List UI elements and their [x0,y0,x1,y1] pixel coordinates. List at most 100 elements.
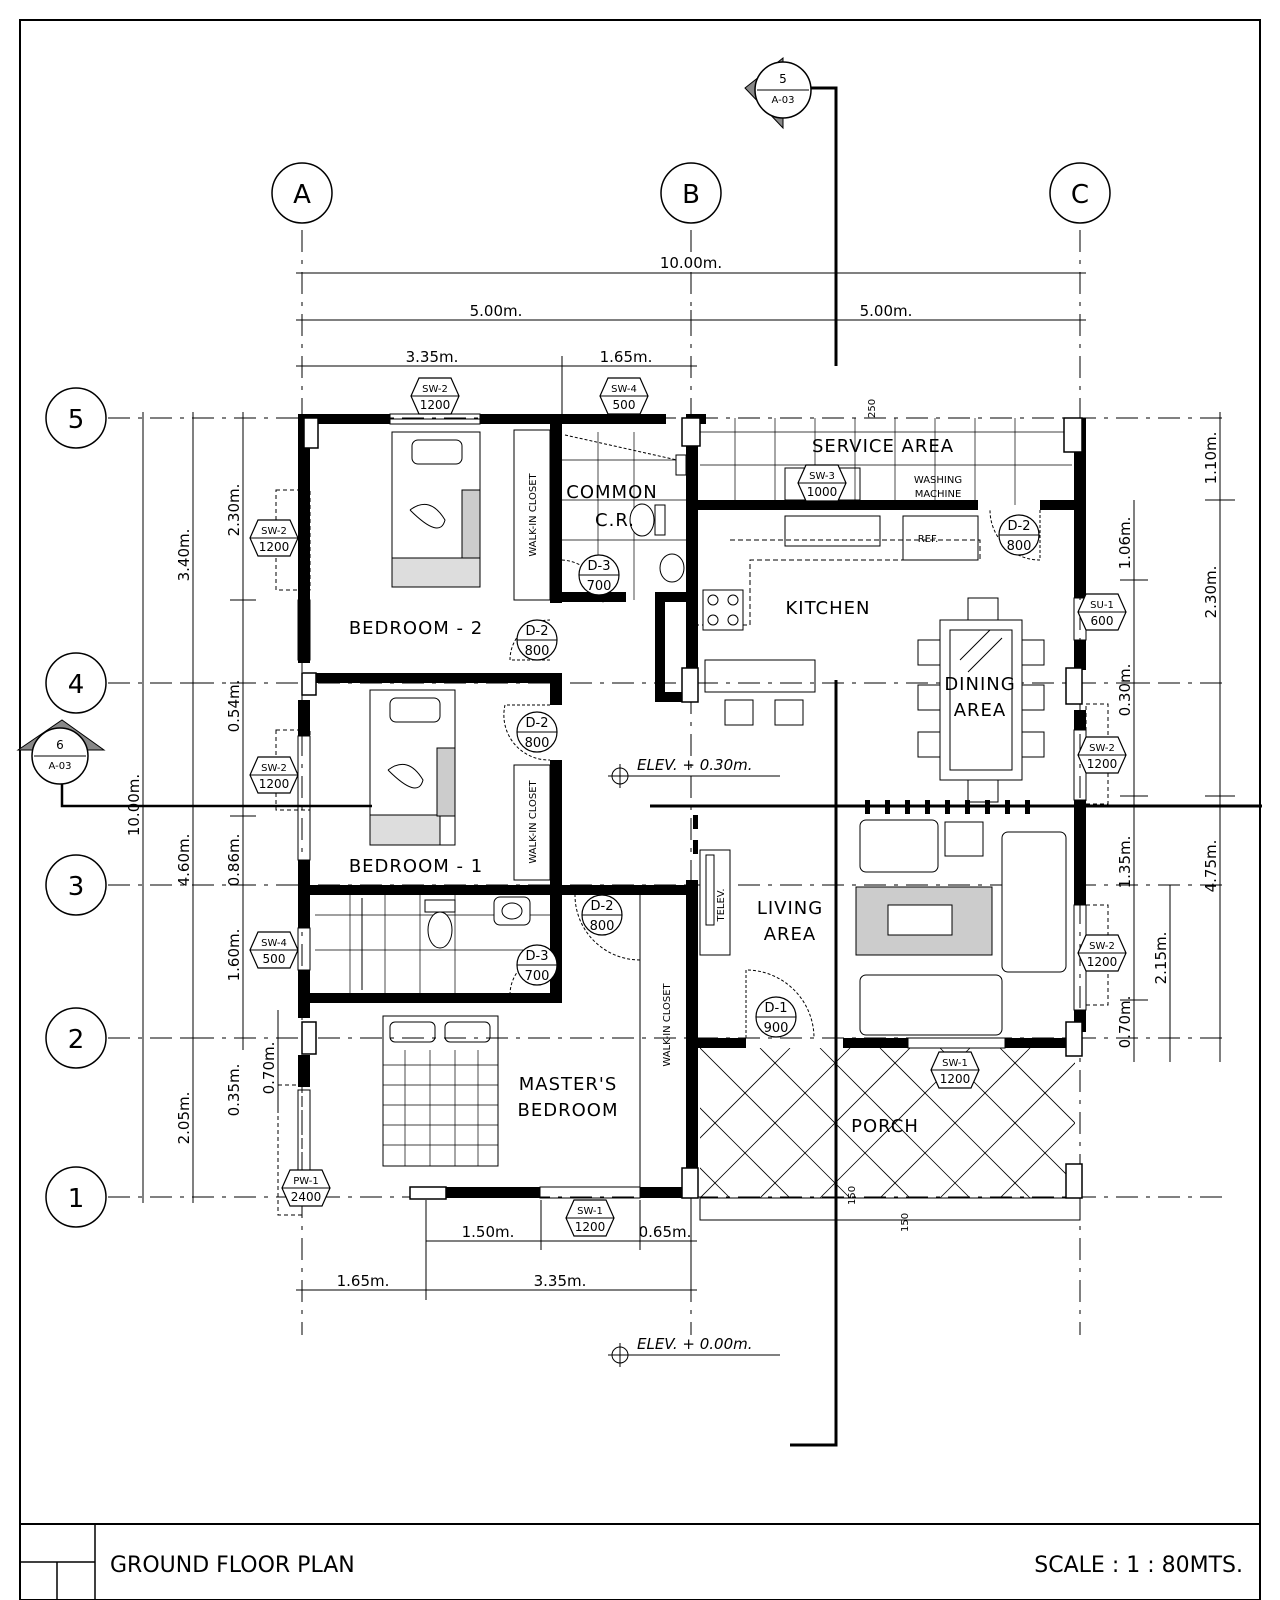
dim-left-1-60: 1.60m. [225,929,243,982]
grid-bubble-5: 5 [45,387,107,449]
tv-label: TELEV. [716,888,727,922]
room-living-1: LIVING [757,898,823,919]
svg-text:1000: 1000 [807,485,838,499]
room-common-cr-2: C.R. [595,510,635,531]
svg-text:3: 3 [68,872,85,902]
svg-text:1200: 1200 [940,1072,971,1086]
svg-text:1200: 1200 [1087,757,1118,771]
svg-text:A-03: A-03 [772,95,795,106]
svg-text:D-1: D-1 [765,1001,788,1016]
svg-text:SW-2: SW-2 [261,526,287,537]
left-dimensions [142,412,279,1203]
svg-text:500: 500 [613,398,636,412]
window-tag-pw1: PW-1 2400 [281,1169,331,1207]
dining-set [917,597,1045,803]
dim-bottom-1-65: 1.65m. [337,1272,390,1290]
room-bedroom-1: BEDROOM - 1 [349,856,483,877]
service-area-tiles [700,418,1072,505]
svg-text:4: 4 [68,670,85,700]
svg-text:SW-3: SW-3 [809,471,835,482]
dim-left-0-86: 0.86m. [225,834,243,887]
section-cut-lines [650,680,1262,1447]
closet-label-bed2: WALK-IN CLOSET [528,472,539,556]
svg-text:SW-2: SW-2 [1089,941,1115,952]
dim-top-left-half: 5.00m. [470,302,523,320]
grid-bubble-B: B [660,162,722,224]
svg-text:600: 600 [1091,614,1114,628]
svg-text:ELEV. + 0.30m.: ELEV. + 0.30m. [637,756,753,774]
structural-columns [301,417,1083,1200]
room-porch: PORCH [851,1116,919,1137]
svg-text:6: 6 [56,738,64,752]
dim-left-0-54: 0.54m. [225,680,243,733]
closet-label-master: WALK-IN CLOSET [662,982,673,1066]
svg-text:C: C [1071,180,1089,210]
elevation-marker-upper: ELEV. + 0.30m. [608,756,780,788]
dim-left-0-70: 0.70m. [260,1042,278,1095]
ref-label: REF. [918,534,939,545]
title-block: GROUND FLOOR PLAN SCALE : 1 : 80MTS. [20,1523,1260,1600]
window-tag-sw3_service: SW-3 1000 [797,464,847,502]
dim-right-1-06: 1.06m. [1116,517,1134,570]
grid-bubble-3: 3 [45,854,107,916]
grid-bubble-C: C [1049,162,1111,224]
dim-top-total: 10.00m. [660,254,722,272]
svg-text:D-2: D-2 [1008,519,1031,534]
svg-text:1200: 1200 [259,777,290,791]
svg-text:ELEV. + 0.00m.: ELEV. + 0.00m. [637,1335,753,1353]
closet-label-bed1: WALK-IN CLOSET [528,779,539,863]
svg-text:700: 700 [525,969,550,984]
section-marker-5: 5 A-03 [744,56,838,366]
room-common-cr-1: COMMON [566,482,657,503]
svg-text:SW-1: SW-1 [577,1206,603,1217]
bottom-dimensions [296,1200,697,1300]
svg-text:500: 500 [263,952,286,966]
svg-text:5: 5 [779,72,787,86]
svg-text:1200: 1200 [1087,955,1118,969]
bed-bedroom-2 [391,431,481,588]
dim-left-0-35: 0.35m. [225,1064,243,1117]
svg-text:1200: 1200 [575,1220,606,1234]
svg-text:D-2: D-2 [526,624,549,639]
washing-label-1: WASHING [914,475,962,486]
svg-text:2400: 2400 [291,1190,322,1204]
grid-bubble-1: 1 [45,1166,107,1228]
walls [298,414,1086,1198]
dim-bottom-3-35: 3.35m. [534,1272,587,1290]
svg-text:800: 800 [590,919,615,934]
room-service-area: SERVICE AREA [812,436,954,457]
dim-left-total: 10.00m. [125,774,143,836]
svg-text:2: 2 [68,1025,85,1055]
svg-text:A: A [293,180,311,210]
level-150-a: 150 [847,1186,858,1205]
bed-bedroom-1 [369,689,456,846]
svg-text:SW-4: SW-4 [611,384,637,395]
svg-text:B: B [682,180,700,210]
master-bath-fixtures [361,896,531,990]
washing-label-2: MACHINE [915,489,962,500]
svg-text:D-3: D-3 [526,949,549,964]
svg-text:800: 800 [525,736,550,751]
room-dining-1: DINING [944,674,1015,695]
sheet-border [19,19,1261,1600]
svg-text:PW-1: PW-1 [293,1176,318,1187]
dim-right-0-30: 0.30m. [1116,664,1134,717]
svg-text:SW-2: SW-2 [422,384,448,395]
dim-right-2-15: 2.15m. [1152,932,1170,985]
dim-right-4-75: 4.75m. [1202,840,1220,893]
dim-left-2-30: 2.30m. [225,484,243,537]
dim-top-seg-1: 3.35m. [406,348,459,366]
room-kitchen: KITCHEN [786,598,871,619]
dim-bottom-0-65: 0.65m. [639,1223,692,1241]
dim-right-2-30: 2.30m. [1202,566,1220,619]
room-living-2: AREA [764,924,817,945]
grid-bubble-4: 4 [45,652,107,714]
